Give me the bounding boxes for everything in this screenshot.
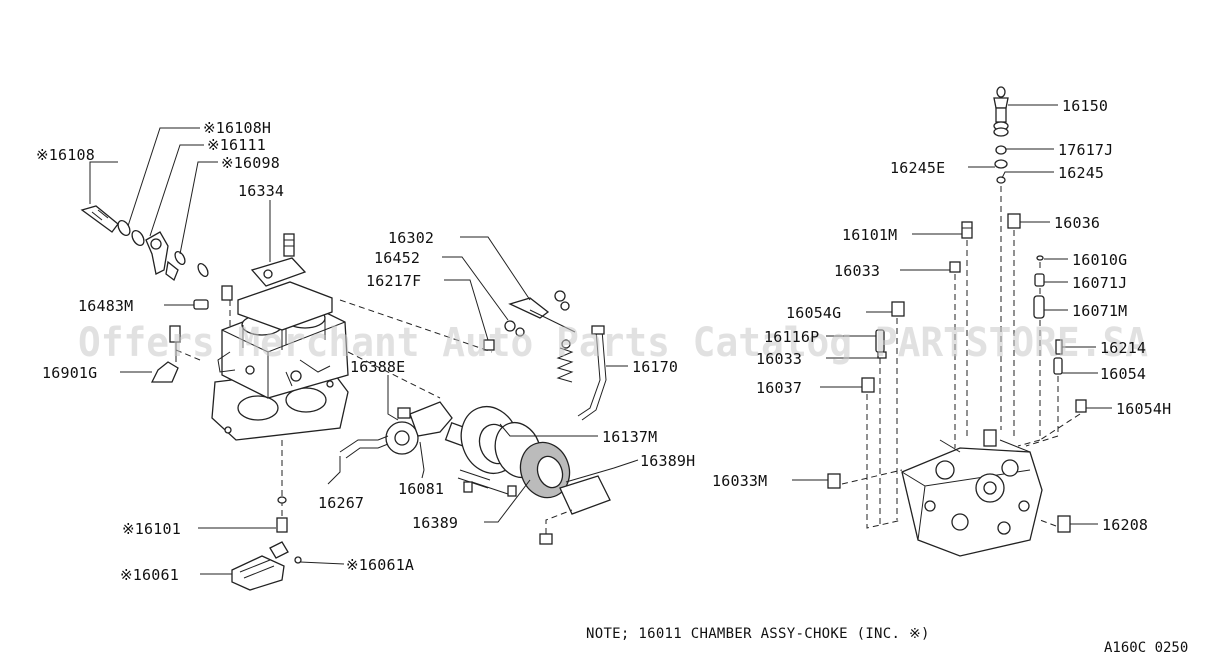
callout-16033-upper: 16033 — [834, 262, 880, 280]
right-dashed-leaders — [841, 186, 1081, 529]
choke-chamber-body-drawing — [901, 429, 1043, 557]
callout-16054: 16054 — [1100, 365, 1146, 383]
callout-16388E: 16388E — [350, 358, 405, 376]
callout-16334: 16334 — [238, 182, 284, 200]
callout-16901G: 16901G — [42, 364, 97, 382]
callout-16033-lower: 16033 — [756, 350, 802, 368]
callout-16245: 16245 — [1058, 164, 1104, 182]
callout-16217F: 16217F — [366, 272, 421, 290]
callout-16071M: 16071M — [1072, 302, 1127, 320]
callout-16101: ※16101 — [122, 520, 181, 538]
callout-16108: ※16108 — [36, 146, 95, 164]
callout-16081: 16081 — [398, 480, 444, 498]
fuel-inlet-parts-drawing — [80, 205, 209, 282]
callout-17617J: 17617J — [1058, 141, 1113, 159]
callout-16208: 16208 — [1102, 516, 1148, 534]
callout-16170: 16170 — [632, 358, 678, 376]
callout-16452: 16452 — [374, 249, 420, 267]
callout-16389: 16389 — [412, 514, 458, 532]
choke-chamber-small-parts — [827, 86, 1087, 533]
callout-16061A: ※16061A — [346, 556, 414, 574]
part-16334-drawing — [250, 233, 307, 287]
callout-16054G: 16054G — [786, 304, 841, 322]
callout-16033M: 16033M — [712, 472, 767, 490]
callout-labels: ※16108H ※16111 ※16098 ※16108 16334 16483… — [36, 97, 1171, 584]
carburetor-body-drawing — [211, 281, 349, 441]
callout-16267: 16267 — [318, 494, 364, 512]
choke-housing-drawing — [444, 405, 611, 545]
callout-16061: ※16061 — [120, 566, 179, 584]
left-dashed-leaders — [175, 299, 493, 399]
choke-diaphragm-drawing — [339, 401, 453, 471]
callout-16137M: 16137M — [602, 428, 657, 446]
callout-16116P: 16116P — [764, 328, 819, 346]
leader-lines — [89, 104, 1112, 575]
callout-16150: 16150 — [1062, 97, 1108, 115]
callout-16098: ※16098 — [221, 154, 280, 172]
diagram-note: NOTE; 16011 CHAMBER ASSY-CHOKE (INC. ※) — [586, 626, 930, 642]
callout-16483M: 16483M — [78, 297, 133, 315]
callout-16054H: 16054H — [1116, 400, 1171, 418]
callout-16389H: 16389H — [640, 452, 695, 470]
callout-16111: ※16111 — [207, 136, 266, 154]
bracket-parts-drawing — [150, 285, 233, 383]
callout-16037: 16037 — [756, 379, 802, 397]
callout-16214: 16214 — [1100, 339, 1146, 357]
callout-16302: 16302 — [388, 229, 434, 247]
callout-16245E: 16245E — [890, 159, 945, 177]
callout-16010G: 16010G — [1072, 251, 1127, 269]
choke-linkage-drawing — [483, 290, 576, 351]
callout-16108H: ※16108H — [203, 119, 271, 137]
callout-16036: 16036 — [1054, 214, 1100, 232]
figure-code: A160C 0250 — [1104, 640, 1188, 656]
part-16170-drawing — [556, 325, 607, 421]
callout-16071J: 16071J — [1072, 274, 1127, 292]
callout-16101M: 16101M — [842, 226, 897, 244]
watermark: Offers Merchant Auto Parts Catalog PARTS… — [78, 320, 1148, 366]
float-chamber-drawing — [231, 440, 302, 591]
